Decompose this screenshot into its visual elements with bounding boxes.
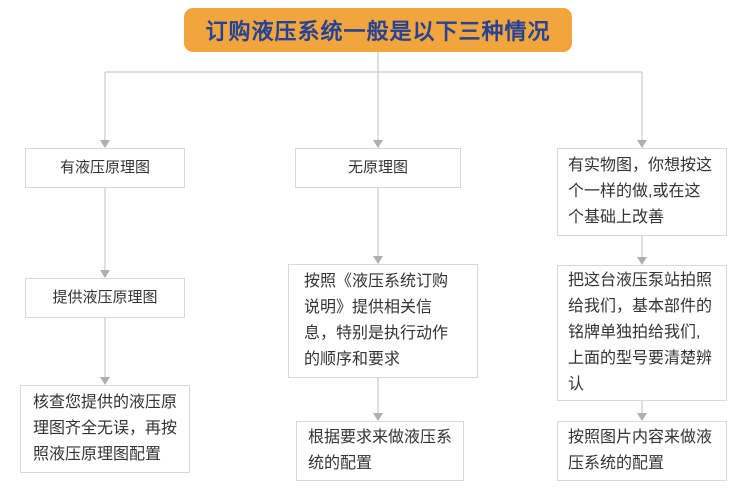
arrow-down-icon bbox=[637, 257, 647, 265]
flow-box-send-photos: 把这台液压泵站拍照给我们，基本部件的铭牌单独拍给我们,上面的型号要清楚辨认 bbox=[557, 265, 727, 401]
flow-box-verify-schematic: 核查您提供的液压原理图齐全无误，再按照液压原理图配置 bbox=[20, 385, 190, 473]
flow-box-configure-by-photos: 按照图片内容来做液压系统的配置 bbox=[557, 421, 727, 481]
flow-box-has-photo: 有实物图，你想按这个一样的做,或在这个基础上改善 bbox=[557, 148, 727, 236]
arrow-down-icon bbox=[637, 140, 647, 148]
arrow-down-icon bbox=[373, 140, 383, 148]
flow-box-provide-schematic: 提供液压原理图 bbox=[25, 278, 185, 318]
arrow-down-icon bbox=[373, 413, 383, 421]
flow-box-has-schematic: 有液压原理图 bbox=[25, 148, 185, 188]
arrow-down-icon bbox=[100, 377, 110, 385]
arrow-down-icon bbox=[373, 256, 383, 264]
arrow-down-icon bbox=[637, 413, 647, 421]
arrow-down-icon bbox=[100, 270, 110, 278]
flow-box-ordering-instructions: 按照《液压系统订购说明》提供相关信息，特别是执行动作的顺序和要求 bbox=[288, 264, 478, 378]
flow-box-configure-by-requirements: 根据要求来做液压系统的配置 bbox=[296, 421, 464, 481]
flow-box-no-schematic: 无原理图 bbox=[295, 148, 461, 188]
arrow-down-icon bbox=[100, 140, 110, 148]
flowchart-title: 订购液压系统一般是以下三种情况 bbox=[184, 8, 572, 52]
